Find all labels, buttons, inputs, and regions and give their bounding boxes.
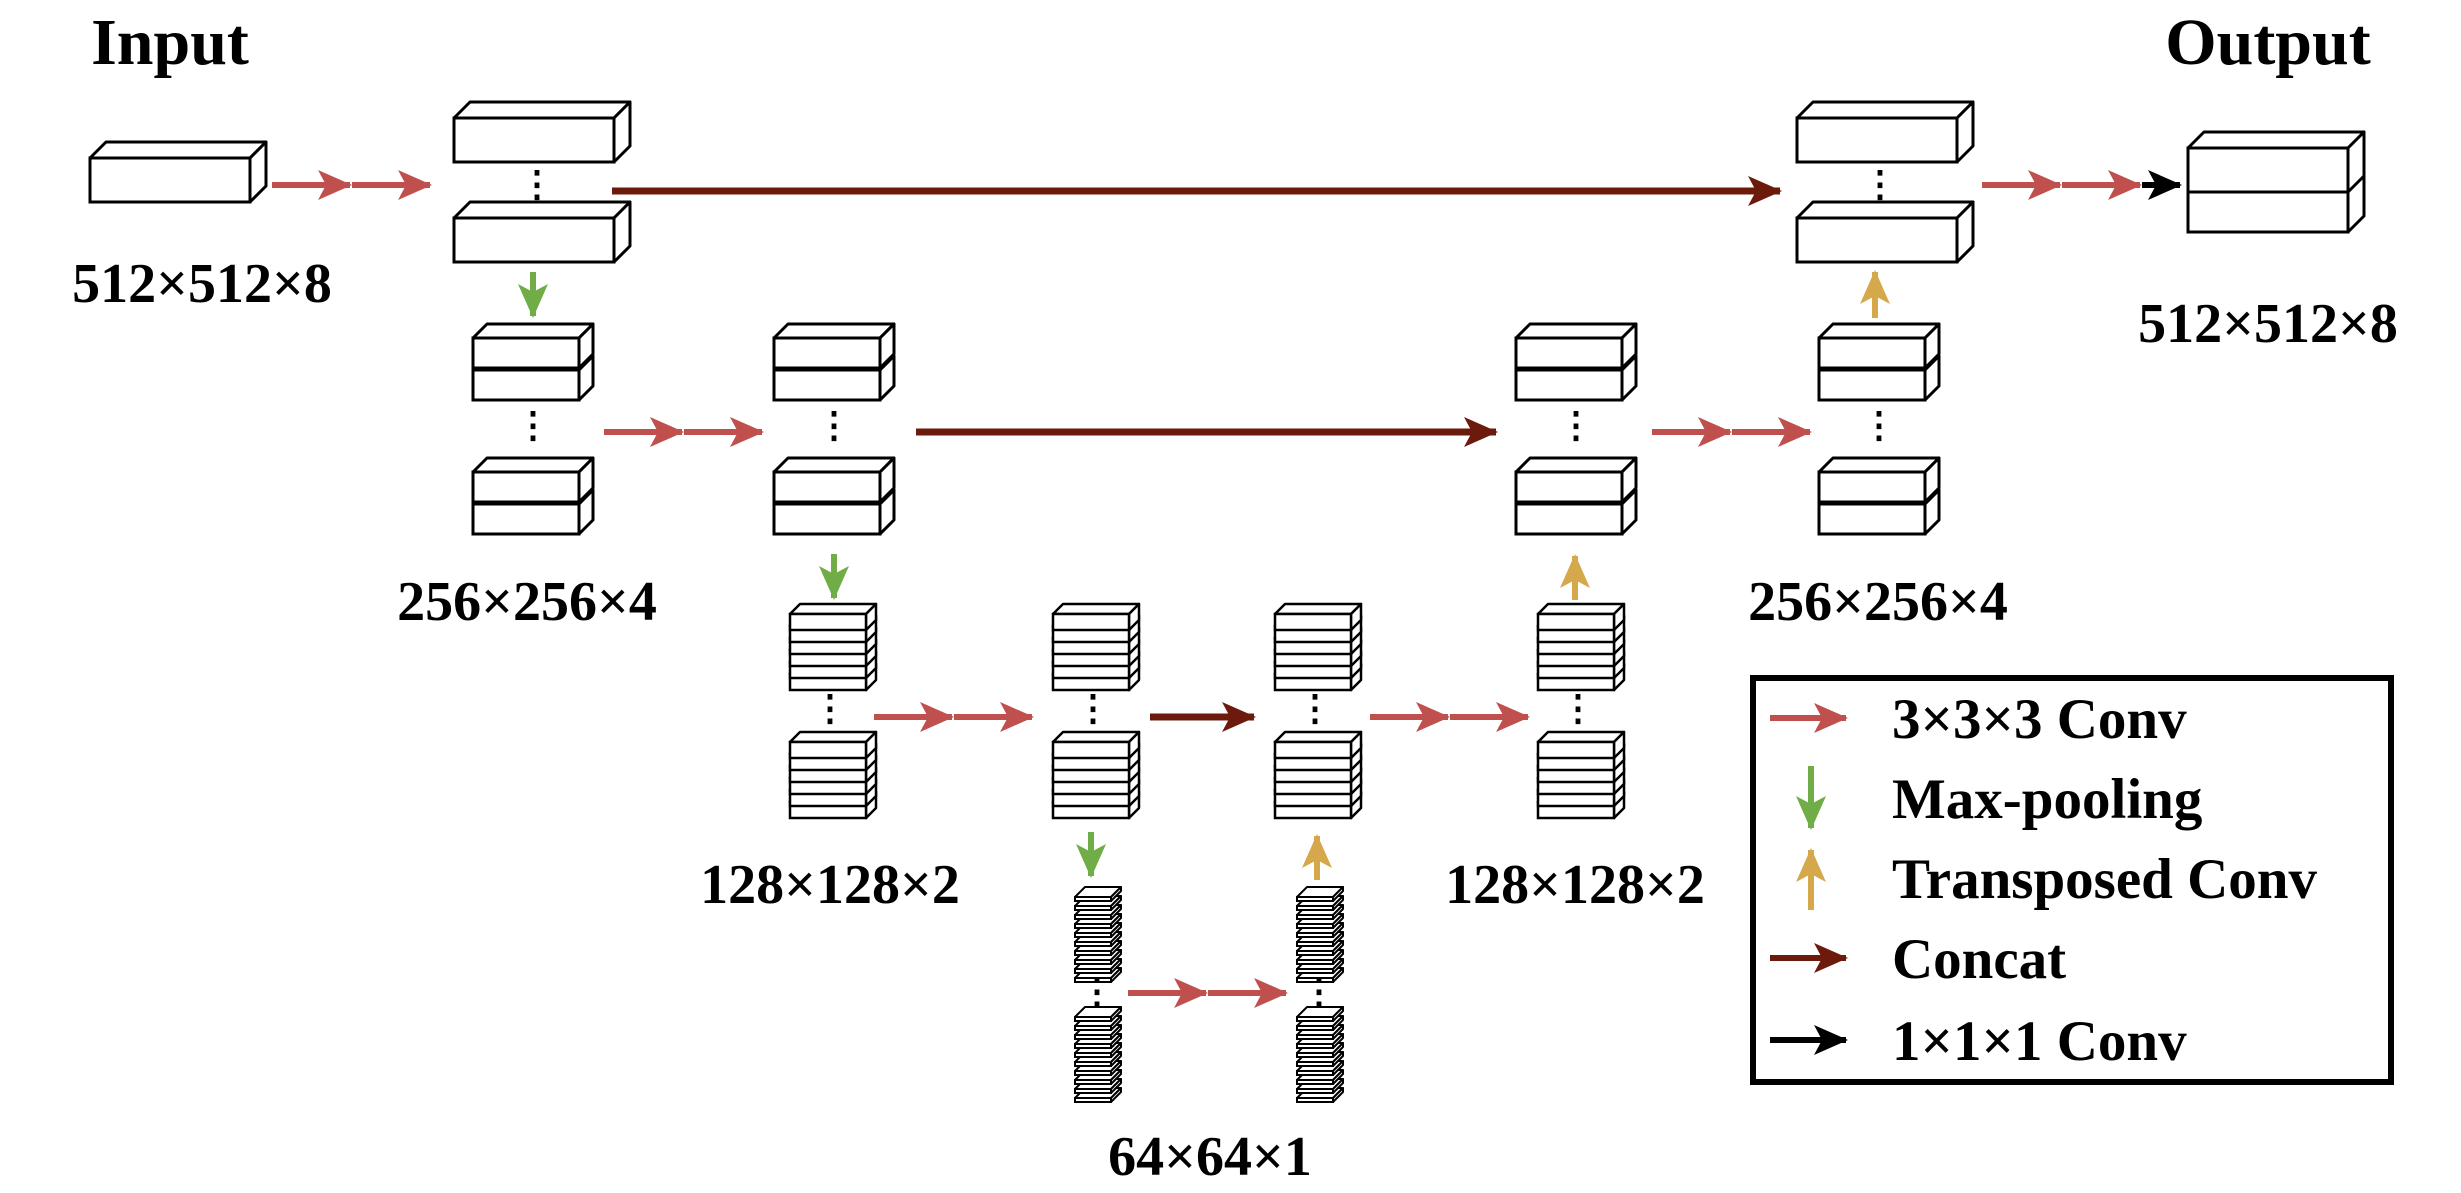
enc2b-layer xyxy=(772,456,896,504)
dec2b-layer xyxy=(1817,322,1941,370)
dim-level3-right: 128×128×2 xyxy=(1445,854,1705,916)
dim-output: 512×512×8 xyxy=(2138,293,2398,355)
legend-final-conv-label: 1×1×1 Conv xyxy=(1892,1010,2187,1073)
enc3a-layer xyxy=(788,730,878,760)
enc3b-layer xyxy=(1051,602,1141,632)
dec2b-dots: ⋮ xyxy=(1861,405,1897,445)
legend-box xyxy=(1750,675,2394,1085)
input-block xyxy=(88,140,268,204)
dec3a-dots: ⋮ xyxy=(1297,688,1333,728)
dim-bottom: 64×64×1 xyxy=(1108,1126,1312,1188)
dec2a-dots: ⋮ xyxy=(1558,405,1594,445)
legend: 3×3×3 Conv Max-pooling Transposed Conv C… xyxy=(1750,675,2394,1085)
dec3b-dots: ⋮ xyxy=(1560,688,1596,728)
feature-map-blocks: ⋮ ⋮ ⋮ ⋮ ⋮ ⋮ ⋮ ⋮ ⋮ ⋮ ⋮ ⋮ xyxy=(88,100,2366,1103)
dec3a-layer xyxy=(1273,602,1363,632)
enc2a-dots: ⋮ xyxy=(515,405,551,445)
dec2b-layer xyxy=(1817,456,1941,504)
enc1-block xyxy=(452,200,632,264)
dec3b-layer xyxy=(1536,730,1626,760)
input-title: Input xyxy=(91,6,249,79)
legend-concat-label: Concat xyxy=(1892,928,2066,991)
enc1-block xyxy=(452,100,632,164)
dec1-block xyxy=(1795,100,1975,164)
dec3b-layer xyxy=(1536,602,1626,632)
legend-pool-label: Max-pooling xyxy=(1892,768,2202,831)
bottom-a-layer xyxy=(1074,886,1122,902)
dim-input: 512×512×8 xyxy=(72,253,332,315)
dim-level3-left: 128×128×2 xyxy=(700,854,960,916)
enc1-dots: ⋮ xyxy=(519,164,555,204)
legend-up-label: Transposed Conv xyxy=(1892,848,2317,911)
bottom-b-layer xyxy=(1296,886,1344,902)
bottom-a-dots: ⋮ xyxy=(1079,971,1115,1011)
dim-level2-right: 256×256×4 xyxy=(1748,571,2008,633)
legend-conv-label: 3×3×3 Conv xyxy=(1892,688,2187,751)
dec2a-layer xyxy=(1514,456,1638,504)
output-title: Output xyxy=(2165,6,2370,79)
enc2b-layer xyxy=(772,322,896,370)
enc2a-layer xyxy=(471,322,595,370)
dim-level2-left: 256×256×4 xyxy=(397,571,657,633)
output-block-layer xyxy=(2186,130,2366,194)
enc2b-dots: ⋮ xyxy=(816,405,852,445)
dec3a-layer xyxy=(1273,730,1363,760)
dec1-dots: ⋮ xyxy=(1862,164,1898,204)
bottom-b-layer xyxy=(1296,1006,1344,1022)
bottom-a-layer xyxy=(1074,1006,1122,1022)
dec2a-layer xyxy=(1514,322,1638,370)
enc3b-dots: ⋮ xyxy=(1075,688,1111,728)
flow-arrows xyxy=(272,170,2182,1008)
dec1-block xyxy=(1795,200,1975,264)
bottom-b-dots: ⋮ xyxy=(1301,971,1337,1011)
enc3b-layer xyxy=(1051,730,1141,760)
enc3a-layer xyxy=(788,602,878,632)
enc3a-dots: ⋮ xyxy=(812,688,848,728)
enc2a-layer xyxy=(471,456,595,504)
